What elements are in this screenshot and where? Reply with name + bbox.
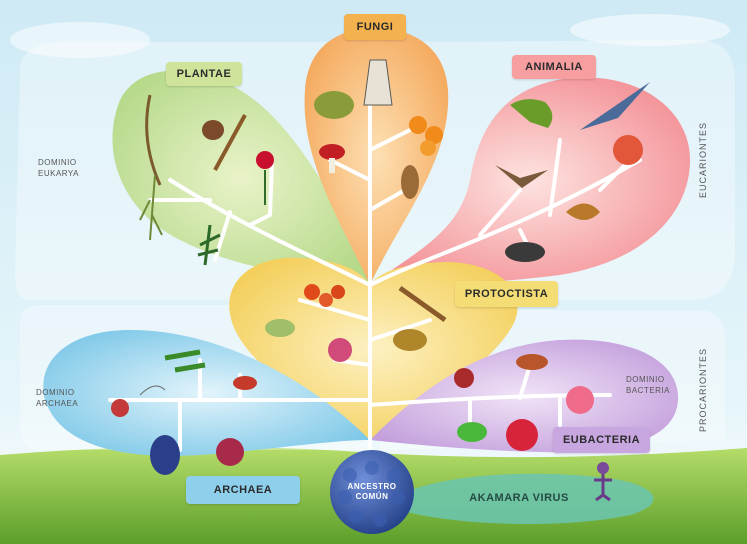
protist-colony xyxy=(304,284,320,300)
fly-agaric-stem xyxy=(329,158,335,173)
label-archaea: ARCHAEA xyxy=(186,476,300,504)
domain-eukarya-line2: EUKARYA xyxy=(38,168,79,179)
protist-colony xyxy=(319,293,333,307)
procariontes-label: PROCARIONTES xyxy=(698,348,708,432)
domain-bacteria-line1: DOMINIO xyxy=(626,374,670,385)
domain-bacteria-label: DOMINIO BACTERIA xyxy=(626,374,670,396)
pine-cone xyxy=(202,120,224,140)
euglena-protist xyxy=(393,329,427,351)
red-archaea xyxy=(233,376,257,390)
common-ancestor-label: ANCESTRO COMÚN xyxy=(330,450,414,534)
bacillus-bacteria xyxy=(516,354,548,370)
green-bacteria xyxy=(457,422,487,442)
label-fungi: FUNGI xyxy=(344,14,406,40)
domain-archaea-line1: DOMINIO xyxy=(36,387,78,398)
blue-archaea xyxy=(150,435,180,475)
domain-eukarya-label: DOMINIO EUKARYA xyxy=(38,157,79,179)
domain-archaea-line2: ARCHAEA xyxy=(36,398,78,409)
orange-fungus xyxy=(409,116,427,134)
label-protoctista: PROTOCTISTA xyxy=(455,281,558,307)
coccus-bacteria xyxy=(454,368,474,388)
ancestor-line1: ANCESTRO xyxy=(348,482,397,492)
orange-fungus xyxy=(420,140,436,156)
protist-colony xyxy=(331,285,345,299)
virus-head xyxy=(597,462,609,474)
octopus-animal xyxy=(613,135,643,165)
label-plantae: PLANTAE xyxy=(166,62,242,86)
ancestor-line2: COMÚN xyxy=(356,492,389,502)
morel-mushroom xyxy=(401,165,419,199)
red-bacteria xyxy=(506,419,538,451)
label-animalia: ANIMALIA xyxy=(512,55,596,79)
spiky-archaea xyxy=(216,438,244,466)
label-eubacteria: EUBACTERIA xyxy=(553,427,650,453)
lichen-fungus xyxy=(314,91,354,119)
domain-eukarya-line1: DOMINIO xyxy=(38,157,79,168)
red-archaea xyxy=(111,399,129,417)
domain-archaea-label: DOMINIO ARCHAEA xyxy=(36,387,78,409)
diatom-protist xyxy=(328,338,352,362)
cluster-bacteria xyxy=(566,386,594,414)
eucariontes-label: EUCARIONTES xyxy=(698,122,708,198)
label-akamara-virus: AKAMARA VIRUS xyxy=(456,484,582,512)
domain-bacteria-line2: BACTERIA xyxy=(626,385,670,396)
rose-flower xyxy=(256,151,274,169)
slug-animal xyxy=(505,242,545,262)
paramecium-protist xyxy=(265,319,295,337)
fly-agaric-mushroom xyxy=(319,144,345,160)
